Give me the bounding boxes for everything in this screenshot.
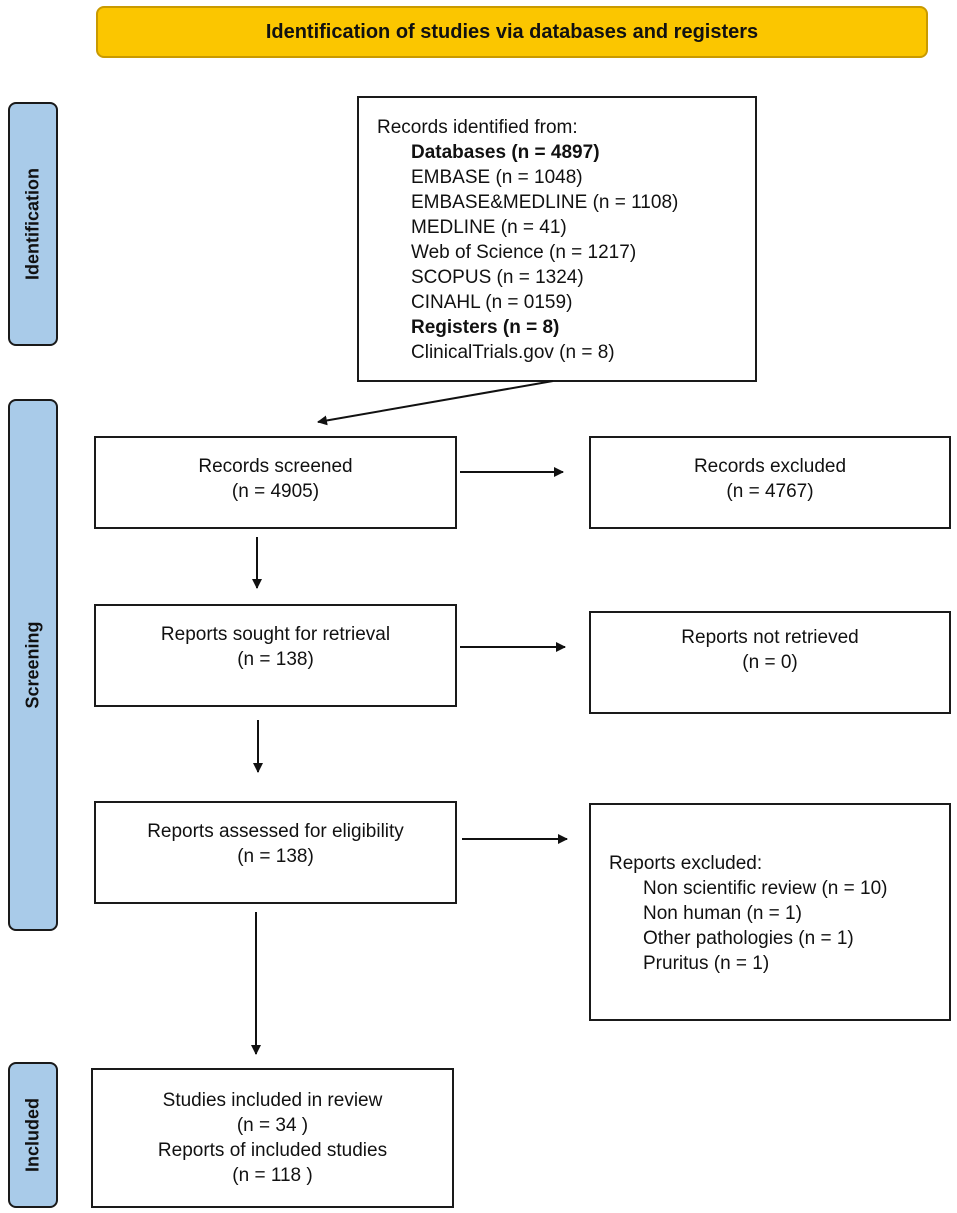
records-screened-label: Records screened xyxy=(198,455,353,477)
studies-included-label: Studies included in review xyxy=(162,1090,383,1111)
reports-not-retrieved-box: Reports not retrieved (n = 0) xyxy=(589,611,951,714)
database-item: CINAHL (n = 0159) xyxy=(411,292,573,313)
reports-sought-label: Reports sought for retrieval xyxy=(160,623,391,645)
databases-label: Databases (n = 4897) xyxy=(411,142,600,163)
exclusion-reason: Other pathologies (n = 1) xyxy=(643,928,854,949)
records-screened-box: Records screened (n = 4905) xyxy=(94,436,457,529)
records-identified-box: Records identified from: Databases (n = … xyxy=(357,96,757,382)
studies-included-box: Studies included in review (n = 34 ) Rep… xyxy=(91,1068,454,1208)
reports-included-count: (n = 118 ) xyxy=(232,1165,313,1186)
phase-identification: Identification xyxy=(8,102,58,346)
database-item: EMBASE (n = 1048) xyxy=(411,167,583,188)
records-screened-count: (n = 4905) xyxy=(231,480,320,502)
exclusion-reason: Pruritus (n = 1) xyxy=(643,953,770,974)
phase-included: Included xyxy=(8,1062,58,1208)
database-item: SCOPUS (n = 1324) xyxy=(411,267,584,288)
register-item: ClinicalTrials.gov (n = 8) xyxy=(411,342,615,363)
database-item: MEDLINE (n = 41) xyxy=(411,217,567,238)
reports-sought-count: (n = 138) xyxy=(237,648,314,670)
reports-excluded-title: Reports excluded: xyxy=(609,853,763,874)
phase-screening: Screening xyxy=(8,399,58,931)
reports-assessed-label: Reports assessed for eligibility xyxy=(147,820,404,842)
reports-not-retrieved-label: Reports not retrieved xyxy=(681,627,859,648)
records-excluded-box: Records excluded (n = 4767) xyxy=(589,436,951,529)
header-title: Identification of studies via databases … xyxy=(265,20,759,43)
records-identified-title: Records identified from: xyxy=(377,117,578,138)
records-excluded-count: (n = 4767) xyxy=(726,480,814,502)
database-item: Web of Science (n = 1217) xyxy=(411,242,637,263)
studies-included-count: (n = 34 ) xyxy=(236,1115,309,1136)
exclusion-reason: Non human (n = 1) xyxy=(643,903,802,924)
reports-not-retrieved-count: (n = 0) xyxy=(742,652,798,673)
reports-assessed-count: (n = 138) xyxy=(237,845,314,867)
database-item: EMBASE&MEDLINE (n = 1108) xyxy=(411,192,679,213)
header-banner: Identification of studies via databases … xyxy=(96,6,928,58)
reports-included-label: Reports of included studies xyxy=(157,1140,388,1161)
arrow-identified-to-screened xyxy=(317,380,554,426)
exclusion-reason: Non scientific review (n = 10) xyxy=(643,878,888,899)
registers-label: Registers (n = 8) xyxy=(411,317,560,338)
reports-excluded-box: Reports excluded: Non scientific review … xyxy=(589,803,951,1021)
reports-assessed-box: Reports assessed for eligibility (n = 13… xyxy=(94,801,457,904)
records-excluded-label: Records excluded xyxy=(693,455,847,477)
reports-sought-box: Reports sought for retrieval (n = 138) xyxy=(94,604,457,707)
